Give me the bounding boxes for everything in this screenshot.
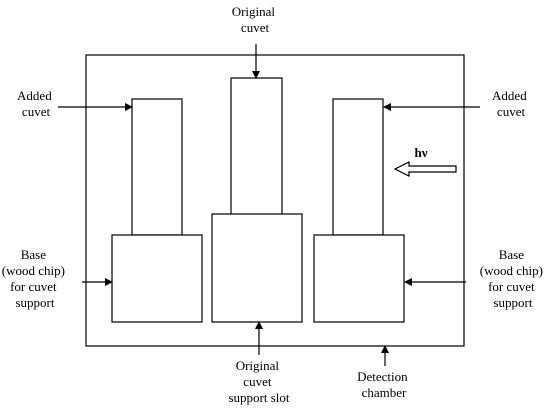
original-cuvet [230,77,283,216]
label-base-right: Base (wood chip) for cuvet support [480,247,546,310]
added-cuvet-right [332,98,384,236]
arrow-added-cuvet-left [58,103,133,111]
label-original-cuvet: Original cuvet [232,4,279,35]
label-added-cuvet-right: Added cuvet [492,88,530,119]
arrow-base-left [82,278,113,286]
label-detection-chamber: Detection chamber [357,369,411,400]
arrow-original-cuvet [252,44,260,79]
added-cuvet-left [131,98,183,236]
label-added-cuvet-left: Added cuvet [17,88,55,119]
base-left [111,234,203,323]
light-label: hν [414,145,427,160]
light-arrow-icon [393,161,457,177]
arrow-detection-chamber [381,345,389,366]
arrow-added-cuvet-right [383,103,480,111]
original-support-slot [211,213,303,323]
label-support-slot: Original cuvet support slot [228,358,289,405]
arrow-base-right [404,278,466,286]
label-base-left: Base (wood chip) for cuvet support [2,247,68,310]
base-right [313,234,405,323]
arrow-support-slot [255,321,263,355]
